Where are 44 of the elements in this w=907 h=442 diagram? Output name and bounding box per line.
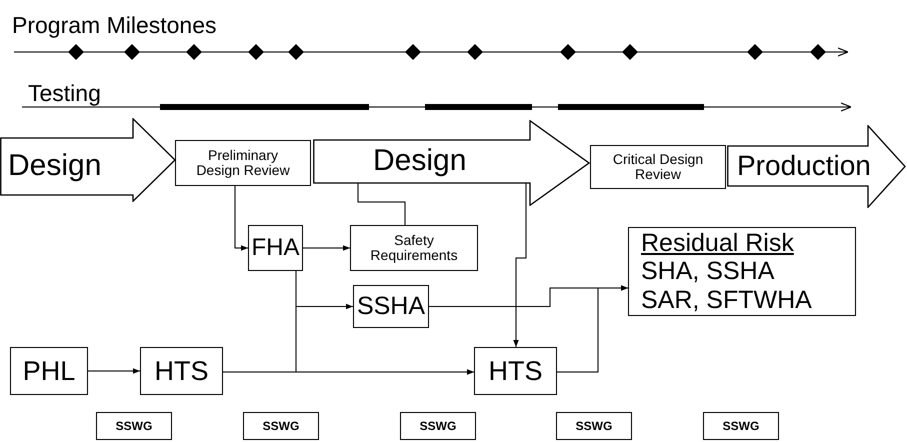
box-text: Critical Design Review <box>612 152 704 182</box>
box-text: SSWG <box>262 420 300 432</box>
phase-label: Design <box>373 145 466 176</box>
tag-box <box>703 412 779 440</box>
box-text: HTS <box>488 356 542 386</box>
tag-box <box>400 412 476 440</box>
box-text: SSWG <box>722 420 760 432</box>
tag-box <box>243 412 319 440</box>
phase-banner <box>0 118 176 202</box>
box-text: SHA, SSHA <box>641 258 774 285</box>
process-box <box>140 347 223 395</box>
box-text: HTS <box>154 356 208 386</box>
tag-box <box>556 412 632 440</box>
box-text: Safety Requirements <box>369 233 459 263</box>
phase-banner <box>313 120 590 206</box>
process-box <box>350 225 478 271</box>
box-text: SSWG <box>576 420 612 432</box>
connector-arrow <box>234 186 248 251</box>
box-text: FHA <box>252 235 300 261</box>
summary-box <box>628 227 856 316</box>
box-text: SSWG <box>420 420 456 432</box>
process-box <box>474 347 557 395</box>
phase-label: Production <box>737 150 871 180</box>
process-box <box>353 285 429 328</box>
heading-label: Program Milestones <box>12 14 217 37</box>
heading-text: Residual Risk <box>641 230 794 256</box>
box-text: SAR, SFTWHA <box>641 286 812 313</box>
connector-arrow <box>513 182 526 348</box>
connector-arrow <box>88 368 140 374</box>
process-box <box>10 347 88 395</box>
connector-arrow <box>222 369 474 375</box>
phase-label: Design <box>8 150 102 182</box>
process-box <box>248 225 303 271</box>
box-text: PHL <box>22 356 76 386</box>
tag-box <box>96 412 172 440</box>
process-box <box>175 140 311 186</box>
box-text: Preliminary Design Review <box>195 148 291 178</box>
process-box <box>590 145 726 189</box>
heading-label: Testing <box>28 82 101 105</box>
phase-banner <box>727 125 906 208</box>
box-text: SSHA <box>356 293 426 320</box>
connector-arrow <box>302 245 350 251</box>
box-text: SSWG <box>116 420 152 432</box>
connector-arrow <box>556 285 628 372</box>
